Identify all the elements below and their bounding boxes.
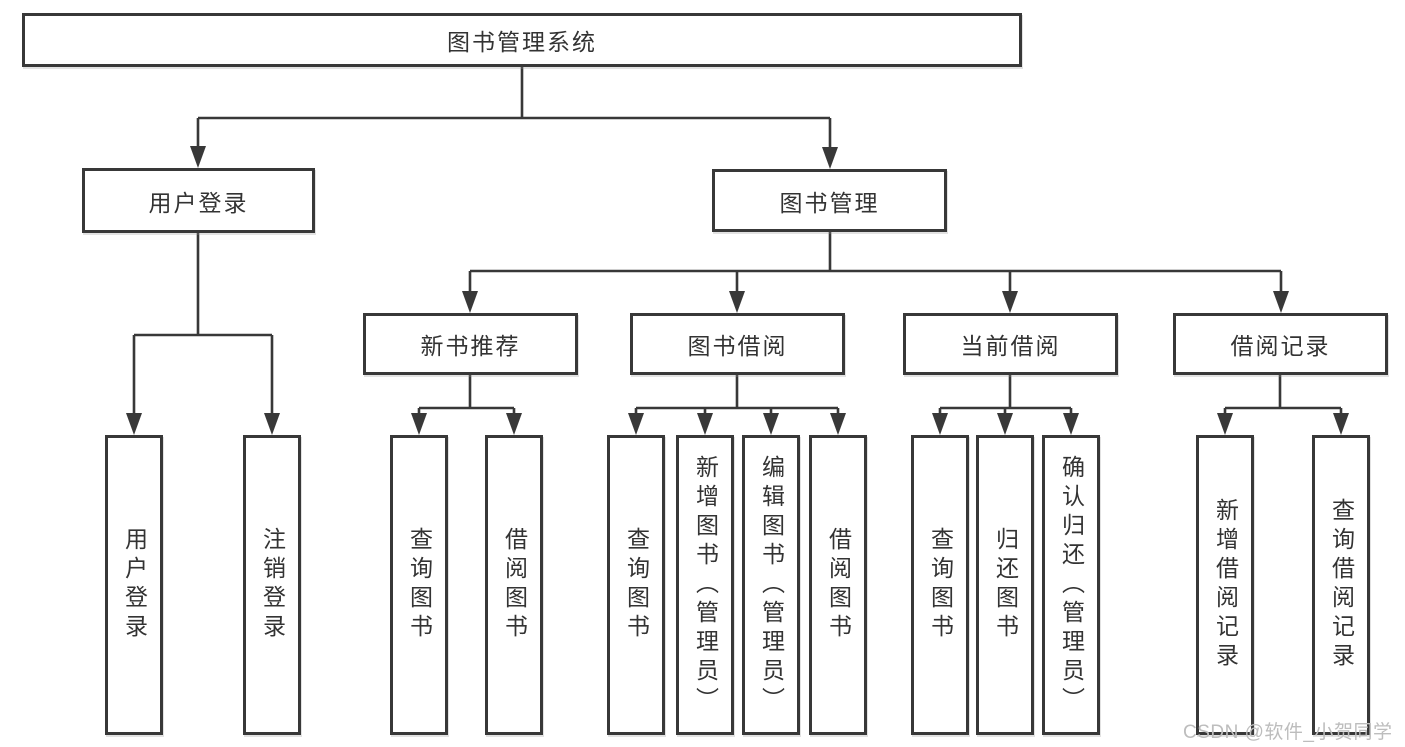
arrow-down-icon [126, 413, 142, 435]
leaf-query-books-borrowing: 查询图书 [607, 435, 665, 735]
node-label: 查询图书 [406, 527, 433, 643]
node-label: 图书管理系统 [447, 29, 597, 55]
leaf-query-borrow-record: 查询借阅记录 [1312, 435, 1370, 735]
leaf-borrow-books-borrowing: 借阅图书 [809, 435, 867, 735]
arrow-down-icon [1217, 413, 1233, 435]
node-label: 图书管理 [779, 189, 880, 216]
node-current-borrowing: 当前借阅 [903, 313, 1118, 375]
arrow-down-icon [822, 147, 838, 169]
node-new-book-recommend: 新书推荐 [363, 313, 578, 375]
leaf-borrow-books-recommend: 借阅图书 [485, 435, 543, 735]
arrow-down-icon [997, 413, 1013, 435]
leaf-logout: 注销登录 [243, 435, 301, 735]
node-label: 用户登录 [121, 527, 148, 643]
arrow-down-icon [1273, 291, 1289, 313]
node-book-borrowing: 图书借阅 [630, 313, 845, 375]
node-library-management-system: 图书管理系统 [22, 13, 1022, 67]
arrow-down-icon [1063, 413, 1079, 435]
node-label: 查询图书 [623, 527, 650, 643]
leaf-add-borrow-record: 新增借阅记录 [1196, 435, 1254, 735]
node-label: 借阅图书 [501, 527, 528, 643]
node-label: 借阅记录 [1230, 333, 1331, 359]
arrow-down-icon [932, 413, 948, 435]
leaf-query-books-current: 查询图书 [911, 435, 969, 735]
node-label: 查询图书 [927, 527, 954, 643]
arrow-down-icon [1002, 291, 1018, 313]
node-label: 当前借阅 [960, 333, 1061, 359]
arrow-down-icon [411, 413, 427, 435]
arrow-down-icon [190, 146, 206, 168]
node-label: 借阅图书 [825, 527, 852, 643]
arrow-down-icon [729, 291, 745, 313]
node-borrowing-records: 借阅记录 [1173, 313, 1388, 375]
arrow-down-icon [264, 413, 280, 435]
node-label: 新增图书（管理员） [692, 454, 719, 716]
node-label: 归还图书 [992, 527, 1019, 643]
node-label: 注销登录 [259, 527, 286, 643]
csdn-watermark: CSDN @软件_小贺同学 [1183, 722, 1393, 743]
node-book-management: 图书管理 [712, 169, 947, 232]
node-label: 查询借阅记录 [1328, 498, 1355, 672]
node-label: 编辑图书（管理员） [758, 454, 785, 716]
arrow-down-icon [1333, 413, 1349, 435]
leaf-add-book-admin: 新增图书（管理员） [676, 435, 734, 735]
leaf-user-login: 用户登录 [105, 435, 163, 735]
node-label: 确认归还（管理员） [1058, 454, 1085, 716]
leaf-return-book: 归还图书 [976, 435, 1034, 735]
node-label: 图书借阅 [687, 333, 788, 359]
node-label: 新增借阅记录 [1212, 498, 1239, 672]
arrow-down-icon [628, 413, 644, 435]
leaf-confirm-return-admin: 确认归还（管理员） [1042, 435, 1100, 735]
arrow-down-icon [830, 413, 846, 435]
node-label: 新书推荐 [420, 333, 521, 359]
node-label: 用户登录 [148, 189, 249, 216]
node-user-login: 用户登录 [82, 168, 315, 233]
leaf-query-books-recommend: 查询图书 [390, 435, 448, 735]
leaf-edit-book-admin: 编辑图书（管理员） [742, 435, 800, 735]
arrow-down-icon [697, 413, 713, 435]
arrow-down-icon [462, 291, 478, 313]
arrow-down-icons [126, 146, 1349, 435]
arrow-down-icon [506, 413, 522, 435]
arrow-down-icon [763, 413, 779, 435]
